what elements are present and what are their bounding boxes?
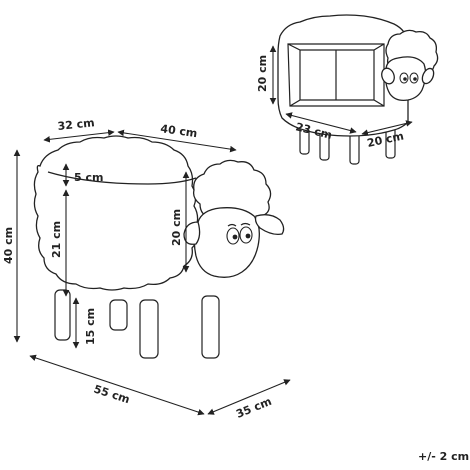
label-leg-height: 15 cm	[84, 308, 97, 345]
dim-line-storage-length	[285, 112, 357, 134]
label-storage-height: 20 cm	[256, 55, 269, 92]
main-lid-seam	[47, 171, 197, 185]
small-sheep-ear-right	[421, 67, 435, 85]
main-stool	[33, 135, 285, 359]
label-total-length: 55 cm	[92, 382, 131, 406]
main-sheep-face	[193, 207, 260, 278]
main-sheep-brow	[227, 222, 251, 227]
main-leg-back-right	[109, 299, 128, 331]
small-storage-cavity	[287, 43, 385, 107]
dim-line-storage-depth	[361, 120, 413, 136]
dim-line-top-width	[43, 129, 115, 143]
small-sheep-ear-left	[381, 67, 395, 85]
small-sheep-pupil-left	[403, 77, 407, 81]
label-body-height: 21 cm	[50, 221, 63, 258]
label-head-height: 20 cm	[170, 209, 183, 246]
tolerance-note: +/- 2 cm	[418, 450, 469, 463]
main-leg-back-left	[54, 289, 71, 341]
label-total-height: 40 cm	[2, 227, 15, 264]
dim-line-total-length	[29, 354, 205, 416]
label-top-width: 32 cm	[57, 116, 95, 133]
main-leg-front-left	[139, 299, 159, 359]
main-sheep-pupil-right	[245, 233, 251, 239]
dim-line-total-depth	[207, 379, 291, 415]
dim-line-top-length	[117, 129, 237, 153]
open-storage-stool	[277, 14, 439, 165]
main-sheep-ear-right	[254, 214, 285, 236]
label-top-length: 40 cm	[160, 122, 199, 140]
main-sheep-pupil-left	[232, 234, 238, 240]
main-leg-front-right	[201, 295, 220, 359]
small-sheep-pupil-right	[413, 77, 417, 81]
label-total-depth: 35 cm	[234, 395, 273, 421]
label-lid-thickness: 5 cm	[74, 171, 103, 184]
